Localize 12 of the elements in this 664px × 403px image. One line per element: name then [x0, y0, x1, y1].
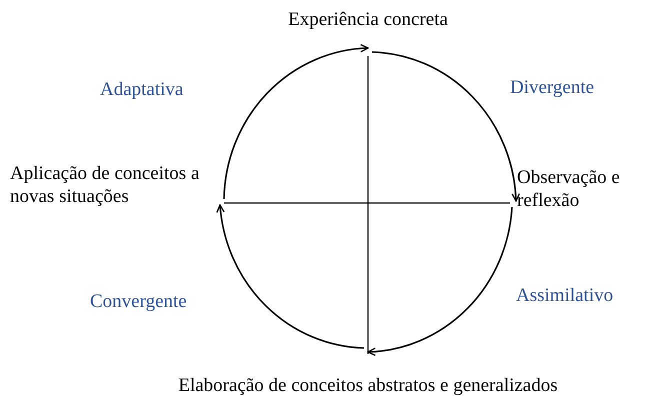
stage-label: Aplicação de conceitos a novas situações [10, 162, 220, 208]
learning-style-label: Assimilativo [516, 284, 614, 307]
cycle-arrow [223, 44, 369, 200]
learning-style-label: Divergente [510, 76, 594, 99]
stage-label: Experiência concreta [268, 8, 468, 49]
learning-style-label: Convergente [90, 290, 187, 313]
cycle-arrow [372, 51, 520, 202]
stage-label: Elaboração de conceitos abstratos e generalizados [90, 352, 646, 397]
stage-label: Observação e reflexão [514, 166, 642, 212]
learning-style-label: Adaptativa [100, 78, 184, 101]
cycle-arrow [367, 206, 513, 356]
cycle-arrow [216, 204, 364, 349]
